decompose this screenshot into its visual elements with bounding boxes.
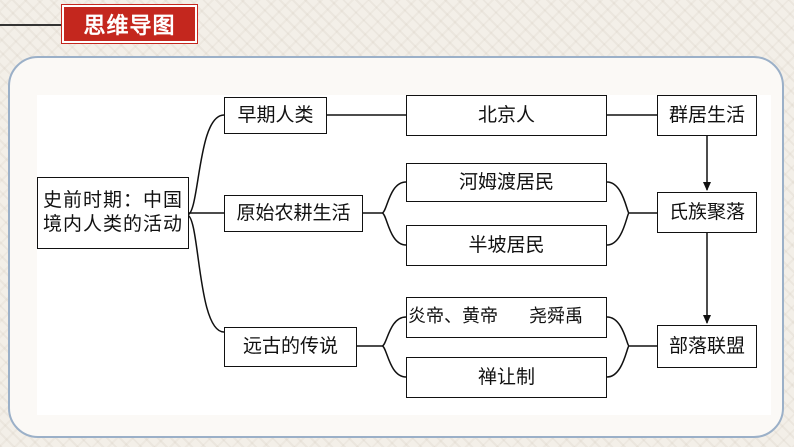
legends-bracket: [606, 316, 630, 378]
node-banpo: 半坡居民: [406, 225, 607, 266]
node-emperors: 炎帝、黄帝 尧舜禹: [406, 297, 607, 338]
node-hemudu: 河姆渡居民: [406, 163, 607, 202]
legends-brace: [381, 316, 407, 378]
title-line: [0, 24, 62, 26]
root-node: 史前时期：中国境内人类的活动: [37, 177, 189, 249]
root-brace: [186, 114, 225, 333]
node-tribal-alliance: 部落联盟: [657, 325, 757, 368]
mind-map: 史前时期：中国境内人类的活动 早期人类 原始农耕生活 远古的传说 北京人 河姆渡…: [37, 95, 771, 415]
farming-bracket: [606, 181, 630, 246]
node-abdication: 禅让制: [406, 357, 607, 398]
farming-brace: [381, 181, 407, 246]
section-title: 思维导图: [61, 4, 198, 44]
node-group-life: 群居生活: [657, 95, 757, 136]
connector-lines: [186, 114, 711, 378]
node-farming: 原始农耕生活: [224, 195, 363, 232]
node-legends: 远古的传说: [224, 327, 357, 367]
node-peking-man: 北京人: [406, 95, 607, 136]
emperors-label: 炎帝、黄帝: [408, 306, 498, 328]
node-early-humans: 早期人类: [224, 97, 327, 134]
node-clan-settlement: 氏族聚落: [657, 192, 757, 233]
sages-label: 尧舜禹: [529, 306, 583, 328]
